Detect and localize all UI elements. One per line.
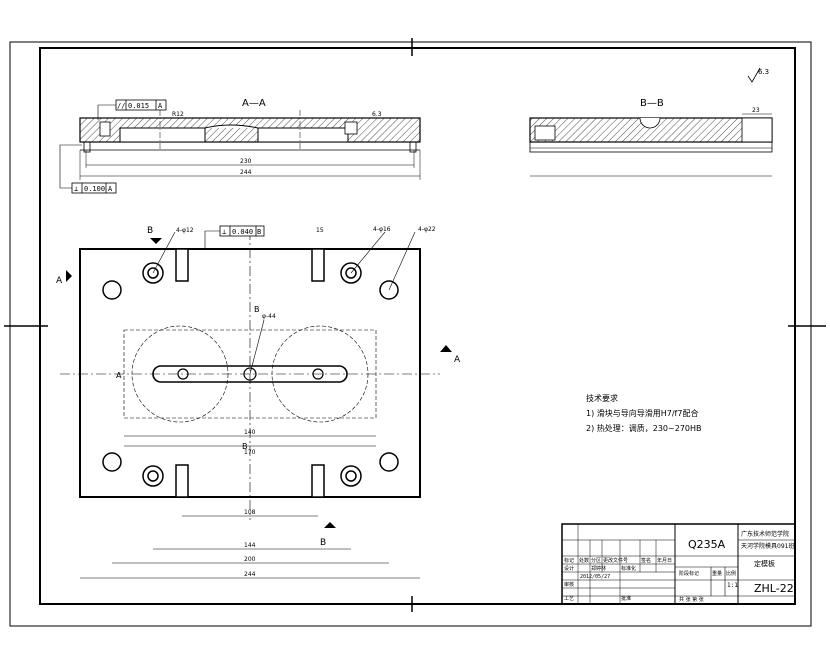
svg-text:技术要求: 技术要求	[586, 393, 618, 403]
svg-text:4-φ22: 4-φ22	[418, 226, 436, 233]
svg-text:分区: 分区	[591, 557, 601, 564]
svg-text:天河学院模具091班: 天河学院模具091班	[741, 542, 794, 550]
svg-text:1) 滑块与导向导滑用H7/f7配合: 1) 滑块与导向导滑用H7/f7配合	[586, 408, 698, 418]
svg-text:144: 144	[244, 542, 256, 549]
svg-text:比例: 比例	[726, 570, 736, 577]
r12-label: R12	[172, 111, 184, 118]
svg-text:B: B	[242, 442, 248, 451]
plan-dimensions	[80, 435, 420, 579]
parallelism-tolerance-frame: // 0.015 A	[97, 99, 167, 120]
svg-text:重量: 重量	[712, 570, 722, 577]
svg-text:ZHL-22: ZHL-22	[754, 582, 794, 595]
plan-view: 4-φ12 4-φ16 4-φ22 φ-44 15 ⊥ 0.040 B B B …	[56, 225, 461, 579]
svg-text:244: 244	[240, 169, 252, 176]
svg-text:4-φ16: 4-φ16	[373, 226, 391, 233]
svg-text:170: 170	[244, 449, 256, 456]
svg-text:15: 15	[316, 227, 324, 234]
svg-text:⊥: ⊥	[222, 228, 226, 236]
svg-text:审核: 审核	[564, 581, 574, 588]
svg-text:批准: 批准	[621, 595, 631, 602]
svg-text:定模板: 定模板	[754, 559, 775, 568]
section-marks: B B A A A B B	[56, 226, 461, 548]
svg-text:0.100: 0.100	[84, 185, 105, 193]
svg-text:处数: 处数	[579, 557, 589, 564]
svg-text:0.015: 0.015	[128, 102, 149, 110]
svg-text:Q235A: Q235A	[688, 538, 726, 551]
section-bb-view: B—B 23 6.3	[529, 67, 773, 177]
svg-text:23: 23	[752, 107, 760, 114]
svg-text:标准化: 标准化	[621, 565, 636, 572]
svg-text:230: 230	[240, 158, 252, 165]
perpendicular-tolerance-frame-1: ⊥ 0.100 A	[59, 144, 117, 194]
svg-text:B: B	[320, 538, 326, 548]
svg-text:2012/05/27: 2012/05/27	[580, 574, 610, 580]
outer-sheet-border	[9, 41, 812, 627]
svg-text:200: 200	[244, 556, 256, 563]
svg-text:140: 140	[244, 429, 256, 436]
aa-dimensions	[79, 150, 421, 180]
technical-requirements: 技术要求 1) 滑块与导向导滑用H7/f7配合 2) 热处理：调质，230~27…	[586, 393, 702, 433]
svg-text:2) 热处理：调质，230~270HB: 2) 热处理：调质，230~270HB	[586, 423, 702, 433]
section-aa-view: A—A // 0.015 A R12 6.3	[59, 98, 421, 194]
svg-text:⊥: ⊥	[74, 185, 78, 193]
svg-text:108: 108	[244, 509, 256, 516]
section-aa-title: A—A	[242, 98, 266, 109]
svg-text:设计: 设计	[564, 565, 574, 572]
svg-text:阶段标记: 阶段标记	[679, 570, 699, 577]
svg-text:φ-44: φ-44	[262, 313, 276, 320]
svg-text:A: A	[158, 102, 163, 110]
svg-text:B: B	[147, 226, 153, 236]
svg-text:B: B	[254, 305, 260, 314]
svg-text://: //	[117, 102, 125, 110]
roughness-label-aa: 6.3	[372, 111, 382, 118]
centering-marks	[4, 38, 826, 612]
svg-text:1:1: 1:1	[727, 582, 738, 589]
svg-text:A: A	[108, 185, 113, 193]
svg-text:B: B	[257, 228, 261, 236]
svg-text:A: A	[454, 355, 461, 365]
svg-text:年月日: 年月日	[657, 557, 672, 564]
svg-text:4-φ12: 4-φ12	[176, 227, 194, 234]
svg-text:更改文件号: 更改文件号	[603, 557, 628, 564]
perpendicular-tolerance-frame-2: ⊥ 0.040 B	[204, 225, 265, 249]
svg-text:广东技术师范学院: 广东技术师范学院	[741, 530, 789, 538]
svg-text:0.040: 0.040	[232, 228, 253, 236]
svg-text:A: A	[116, 371, 122, 380]
svg-text:6.3: 6.3	[758, 68, 769, 76]
svg-text:244: 244	[244, 571, 256, 578]
svg-text:标记: 标记	[564, 557, 574, 564]
svg-text:共 张 第 张: 共 张 第 张	[679, 596, 704, 603]
section-bb-title: B—B	[640, 98, 664, 109]
svg-text:A: A	[56, 276, 63, 286]
title-block: 标记 处数 分区 更改文件号 签名 年月日 设计 郑婷林 标准化 2012/05…	[561, 523, 796, 605]
svg-text:工艺: 工艺	[564, 596, 574, 602]
guide-holes	[102, 262, 399, 487]
svg-text:郑婷林: 郑婷林	[591, 565, 606, 572]
svg-text:签名: 签名	[641, 557, 651, 564]
